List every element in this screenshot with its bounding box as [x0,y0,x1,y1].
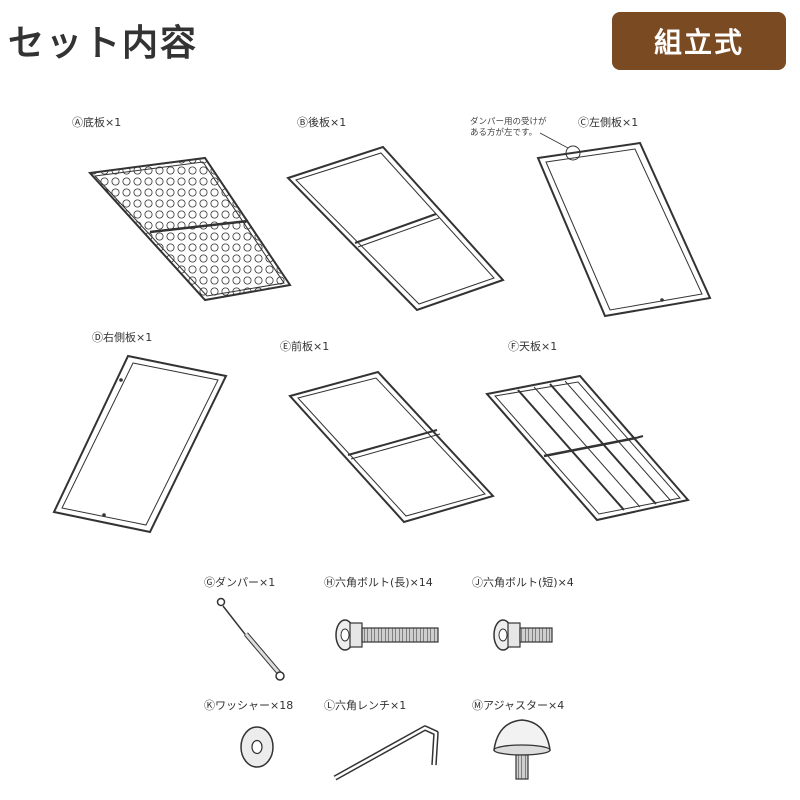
label-part-a: Ⓐ底板×1 [72,116,122,129]
part-e-front-panel [288,370,495,524]
part-m-adjuster [493,719,551,780]
label-part-g: Ⓖダンパー×1 [204,576,276,589]
part-a-bottom-panel [87,156,292,302]
part-l-hex-wrench [333,725,439,781]
label-part-f: Ⓕ天板×1 [508,340,558,353]
part-k-washer [240,726,274,768]
label-part-m: Ⓜアジャスター×4 [472,699,565,712]
label-part-b: Ⓑ後板×1 [297,116,347,129]
damper-note-line2: ある方が左です。 [470,128,538,138]
part-g-damper [216,597,285,681]
label-part-j: Ⓙ六角ボルト(短)×4 [472,576,574,589]
label-part-c: Ⓒ左側板×1 [578,116,639,129]
part-c-left-panel [536,132,712,318]
label-part-e: Ⓔ前板×1 [280,340,330,353]
part-b-back-panel [286,145,505,312]
label-part-h: Ⓗ六角ボルト(長)×14 [324,576,433,589]
damper-note-line1: ダンパー用の受けが [470,117,547,127]
damper-note: ダンパー用の受けが ある方が左です。 [470,117,547,139]
label-part-d: Ⓓ右側板×1 [92,331,153,344]
assembly-badge: 組立式 [612,12,786,70]
part-h-long-bolt [335,619,439,651]
part-j-short-bolt [493,619,553,651]
page-title: セット内容 [8,23,199,64]
part-f-top-panel [485,374,690,522]
part-d-right-panel [52,354,228,534]
label-part-k: Ⓚワッシャー×18 [204,699,294,712]
label-part-l: Ⓛ六角レンチ×1 [324,699,407,712]
